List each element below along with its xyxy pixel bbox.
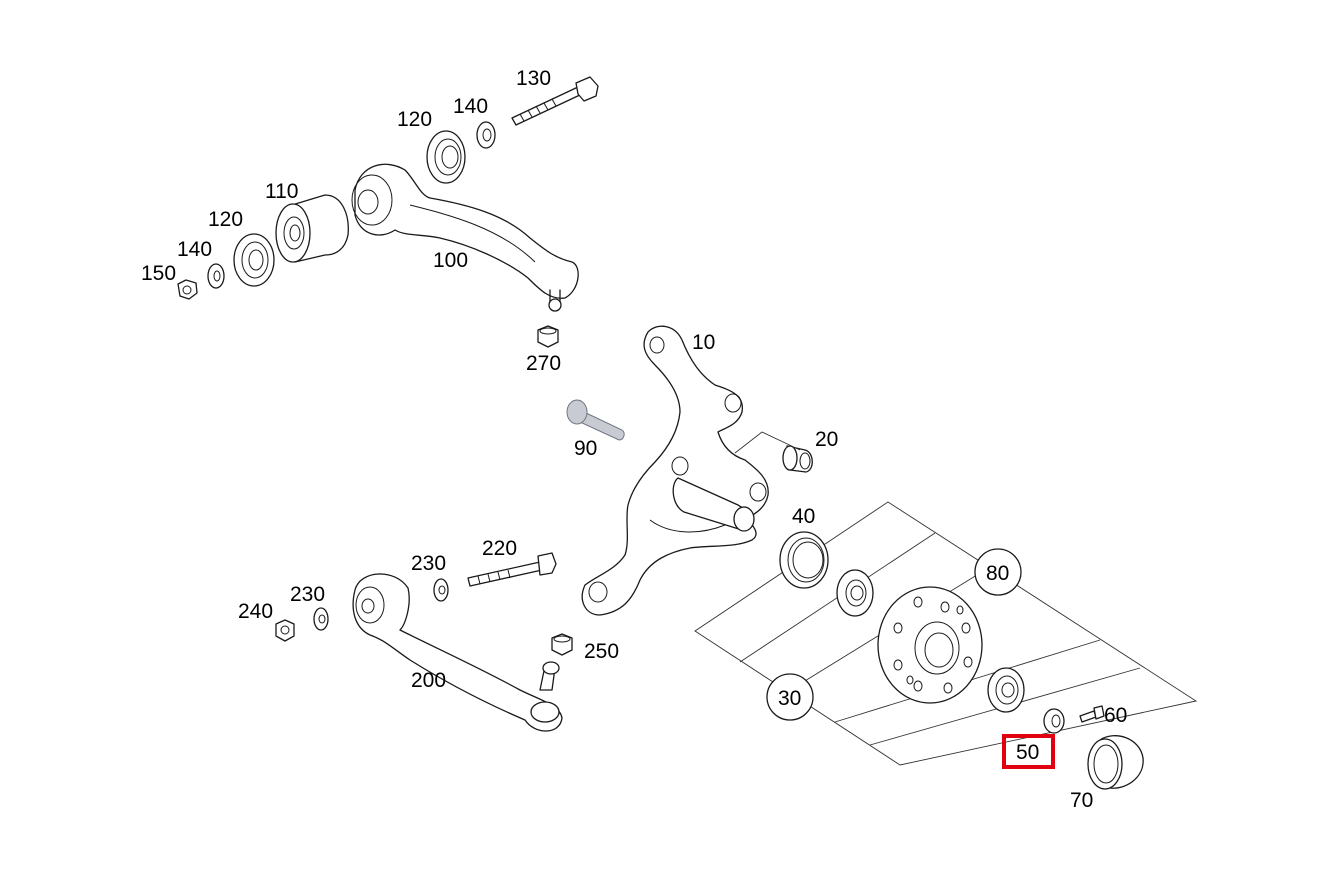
part-120-bushing-upper[interactable] — [426, 130, 466, 184]
callout-60[interactable]: 60 — [1104, 704, 1127, 727]
part-90-bolt[interactable] — [566, 399, 625, 441]
callout-130[interactable]: 130 — [516, 67, 551, 90]
part-100-control-arm[interactable] — [351, 163, 579, 312]
callout-labels: 130 140 120 110 120 140 150 100 270 10 9… — [141, 67, 1127, 812]
part-140-washer-upper[interactable] — [476, 121, 496, 149]
callout-circle-30 — [766, 673, 814, 721]
part-220-bolt[interactable] — [467, 552, 557, 587]
part-230-washer-lower[interactable] — [313, 607, 329, 631]
callout-110[interactable]: 110 — [265, 180, 298, 203]
upper-control-arm-group — [177, 76, 599, 348]
hub-group — [694, 501, 1198, 790]
part-140-washer-lower[interactable] — [207, 263, 225, 289]
callout-140-lower[interactable]: 140 — [177, 238, 212, 261]
part-40-seal[interactable] — [779, 531, 829, 589]
part-150-nut[interactable] — [177, 279, 198, 300]
callout-100[interactable]: 100 — [433, 249, 468, 272]
callout-10[interactable]: 10 — [692, 331, 715, 354]
callout-150[interactable]: 150 — [141, 262, 176, 285]
part-10-steering-knuckle[interactable] — [581, 325, 769, 616]
callout-200[interactable]: 200 — [411, 669, 446, 692]
part-hub-bearing-outer[interactable] — [987, 667, 1025, 713]
part-240-nut[interactable] — [275, 619, 295, 642]
part-250-nut[interactable] — [551, 633, 573, 656]
callout-70[interactable]: 70 — [1070, 789, 1093, 812]
callout-80[interactable]: 80 — [986, 562, 1009, 585]
callout-120-upper[interactable]: 120 — [397, 108, 432, 131]
part-130-bolt[interactable] — [511, 76, 599, 126]
part-200-lower-arm[interactable] — [352, 573, 563, 732]
callout-90[interactable]: 90 — [574, 437, 597, 460]
part-80-wheel-hub[interactable] — [877, 586, 983, 704]
part-20-bushing[interactable] — [734, 431, 813, 473]
callout-50[interactable]: 50 — [1016, 741, 1039, 764]
callout-30[interactable]: 30 — [778, 687, 801, 710]
part-70-dust-cap[interactable] — [1087, 735, 1144, 790]
part-50-clamp-nut[interactable] — [1043, 708, 1065, 734]
callout-270[interactable]: 270 — [526, 352, 561, 375]
callout-240[interactable]: 240 — [238, 600, 273, 623]
part-60-screw[interactable] — [1079, 705, 1105, 723]
callout-circle-80 — [974, 548, 1022, 596]
part-270-nut[interactable] — [537, 325, 559, 348]
callout-250[interactable]: 250 — [584, 640, 619, 663]
callout-140-upper[interactable]: 140 — [453, 95, 488, 118]
callout-230-upper[interactable]: 230 — [411, 552, 446, 575]
part-110-bushing[interactable] — [275, 194, 349, 263]
callout-20[interactable]: 20 — [815, 428, 838, 451]
part-hub-bearing-inner[interactable] — [836, 569, 874, 617]
lower-arm-group — [275, 552, 573, 732]
part-120-bushing-lower[interactable] — [233, 233, 275, 287]
callout-220[interactable]: 220 — [482, 537, 517, 560]
callout-120-lower[interactable]: 120 — [208, 208, 243, 231]
callout-40[interactable]: 40 — [792, 505, 815, 528]
part-230-washer-upper[interactable] — [433, 578, 449, 602]
callout-230-lower[interactable]: 230 — [290, 583, 325, 606]
highlight-box-50 — [1002, 734, 1055, 769]
